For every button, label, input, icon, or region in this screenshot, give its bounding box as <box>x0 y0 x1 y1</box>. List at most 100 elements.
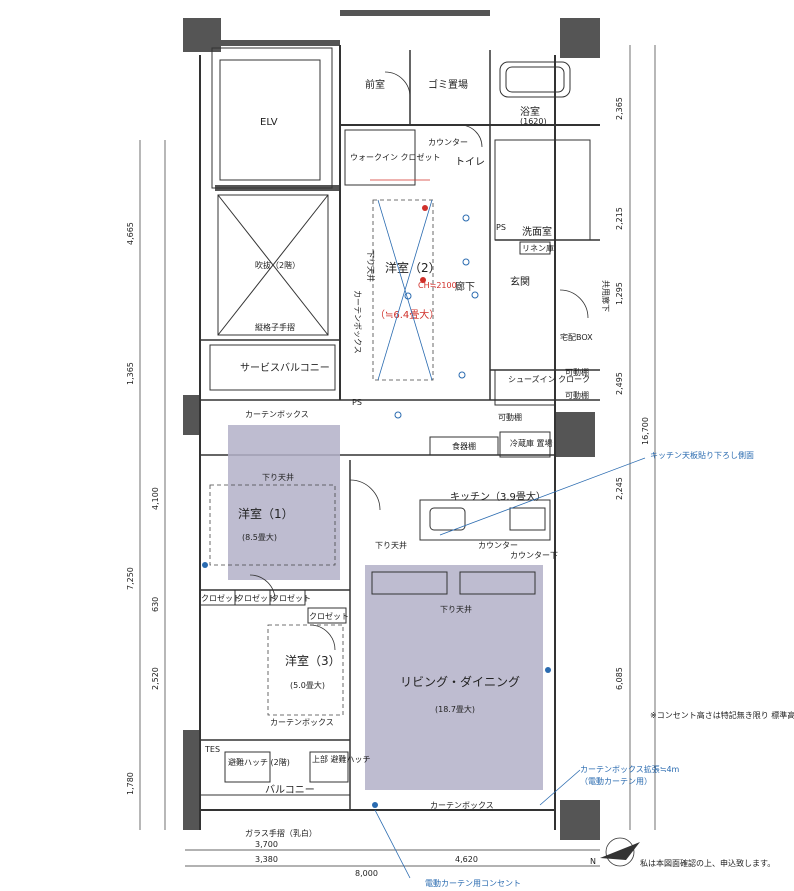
electric-outlet-note: 電動カーテン用コンセント <box>425 879 521 888</box>
closet-label-2: クロゼット <box>236 593 276 603</box>
shoes-in-outline <box>494 369 556 406</box>
washroom-outline <box>494 139 591 241</box>
tes-label: TES <box>204 745 220 754</box>
evac-hatch-label: 避難ハッチ (2階) <box>228 757 290 767</box>
dim-left-5: 2,520 <box>151 667 160 690</box>
western1-sagari-label: 下り天井 <box>262 472 294 482</box>
glass-rail-label: ガラス手摺（乳白） <box>245 828 317 838</box>
kitchen-sagari-label: 下り天井 <box>375 540 407 550</box>
balcony-area: 避難ハッチ (2階) 上部 避難ハッチ TES バルコニー <box>199 739 371 796</box>
bathtub <box>499 61 571 98</box>
dim-left-0: 4,665 <box>126 222 135 245</box>
dim-left-3: 7,250 <box>126 567 135 590</box>
elv-label: ELV <box>260 117 278 128</box>
closet-label-3: クロゼット <box>271 593 311 603</box>
dim-bottom-3: 8,000 <box>355 869 378 878</box>
dim-left-1: 1,365 <box>126 362 135 385</box>
western3-label: 洋室（3） <box>285 653 341 668</box>
ps-label-2: PS <box>496 223 506 232</box>
kitchen-area: キッチン（3.9畳大） カウンター カウンター下 下り天井 <box>375 490 558 560</box>
living-fixture-1 <box>371 571 448 595</box>
counter-under-label: カウンター下 <box>510 551 558 560</box>
dim-right-2: 1,295 <box>615 282 624 305</box>
closets-row: クロゼット クロゼット クロゼット クロゼット <box>199 589 349 624</box>
dim-bottom-0: 3,700 <box>255 840 278 849</box>
fukinuke-area: 吹抜（2階） 縦格子手摺 <box>217 194 329 336</box>
doors <box>249 71 589 651</box>
trash-room-label: ゴミ置場 <box>428 78 468 91</box>
living-label: リビング・ダイニング <box>400 674 520 689</box>
dim-right-5: 2,245 <box>615 477 624 500</box>
outlets <box>202 205 551 808</box>
living-shade <box>365 565 543 790</box>
western1-shade <box>228 425 340 580</box>
delivery-box-label: 宅配BOX <box>560 332 593 342</box>
curtain-box-label-bottom: カーテンボックス <box>430 801 494 810</box>
elevator-shaft: ELV <box>211 47 333 189</box>
dim-left-4: 630 <box>151 597 160 612</box>
fukinuke-label: 吹抜（2階） <box>255 260 300 270</box>
north-arrow-icon: N <box>590 837 640 867</box>
western-room-2: 洋室（2） （≒6.4畳大） CH≒2100 カーテンボックス 下り天井 <box>353 179 457 381</box>
closet-label-4: クロゼット <box>309 611 349 621</box>
western1-sagari <box>209 484 336 566</box>
fridge-outline <box>499 431 551 458</box>
dim-right-4: 16,700 <box>641 417 650 445</box>
sagari-vertical-label: 下り天井 <box>366 250 376 282</box>
living-sagari-label: 下り天井 <box>440 604 472 614</box>
living-size-label: (18.7畳大) <box>435 704 475 714</box>
western2-label: 洋室（2） <box>385 260 441 275</box>
linen-label: リネン庫 <box>522 243 554 253</box>
curtain-box-vertical-label: カーテンボックス <box>353 290 362 354</box>
curtain-note-2: （電動カーテン用） <box>580 777 652 786</box>
dim-left-6: 1,780 <box>126 772 135 795</box>
dim-right-3: 2,495 <box>615 372 624 395</box>
dim-right-0: 2,365 <box>615 97 624 120</box>
curtain-box-label-top: カーテンボックス <box>245 410 309 419</box>
bath-size-label: (1620) <box>520 117 547 126</box>
curtain-box-label-w3: カーテンボックス <box>270 718 334 727</box>
front-room-label: 前室 <box>365 78 385 91</box>
dim-left-2: 4,100 <box>151 487 160 510</box>
service-balcony-label: サービスバルコニー <box>240 362 330 374</box>
outlet-note: ※コンセント高さは特記無き限り 標準高さに準ずる。 <box>650 710 794 720</box>
dimensions-left: 4,665 1,365 4,100 7,250 630 2,520 1,780 <box>126 140 166 830</box>
linen-box <box>519 241 551 255</box>
closet-label-1: クロゼット <box>201 593 241 603</box>
hall-label: 廊下 <box>455 280 475 293</box>
shoes-in-label: シューズイン クローク <box>508 374 590 384</box>
western1-size-label: (8.5畳大) <box>242 532 277 542</box>
common-corridor-label: 共用廊下 <box>601 280 611 312</box>
movable-shelf-label-2: 可動棚 <box>565 390 589 400</box>
pantry-label: 食器棚 <box>452 441 476 451</box>
western2-size-label: （≒6.4畳大） <box>375 308 439 321</box>
bath-label: 浴室 <box>520 105 540 118</box>
entrance-label: 玄関 <box>510 275 530 288</box>
counter-label: カウンター <box>478 541 518 550</box>
svg-text:N: N <box>590 857 596 866</box>
pantry-outline <box>429 436 499 456</box>
bottom-note: 私は本図面確認の上、申込致します。 <box>640 858 775 868</box>
walkin-closet-label: ウォークイン クロゼット <box>350 152 441 162</box>
living-fixture-2 <box>459 571 536 595</box>
western3-sagari <box>267 624 344 716</box>
balcony-label: バルコニー <box>265 784 315 796</box>
curtain-note-1: カーテンボックス拡張≒4m <box>580 764 680 774</box>
dim-bottom-2: 4,620 <box>455 855 478 864</box>
dimensions-bottom: 3,700 3,380 4,620 8,000 <box>185 840 600 878</box>
western1-label: 洋室（1） <box>238 506 294 521</box>
kitchen-label: キッチン（3.9畳大） <box>450 490 546 503</box>
evac-hatch-up-label: 上部 避難ハッチ <box>312 754 371 764</box>
dim-right-6: 6,085 <box>615 667 624 690</box>
ceiling-height-label: CH≒2100 <box>418 281 457 290</box>
western3-size-label: (5.0畳大) <box>290 680 325 690</box>
dim-bottom-1: 3,380 <box>255 855 278 864</box>
toilet-counter-label: カウンター <box>428 138 468 147</box>
service-balcony-outline <box>209 344 336 391</box>
movable-shelf-label-3: 可動棚 <box>498 412 522 422</box>
kitchen-note: キッチン天板貼り下ろし側面 <box>650 450 754 460</box>
movable-shelf-label-1: 可動棚 <box>565 367 589 377</box>
dim-right-1: 2,215 <box>615 207 624 230</box>
ps-label-1: PS <box>352 398 362 407</box>
